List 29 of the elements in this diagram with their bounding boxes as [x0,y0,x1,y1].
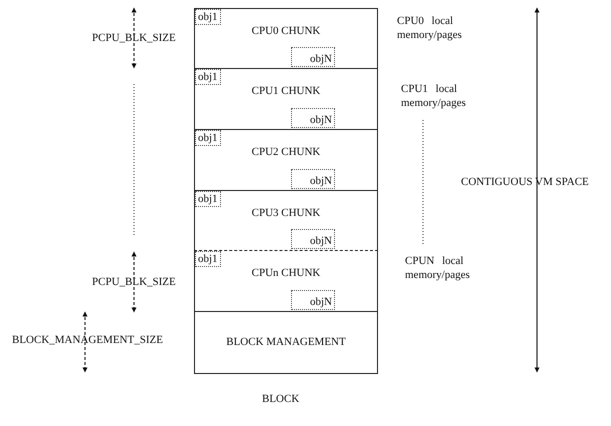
chunk-box [194,129,378,191]
chunk-box [194,190,378,251]
box-title: CPU1 CHUNK [250,85,322,97]
object-slot: objN [291,290,335,310]
box-title: BLOCK MANAGEMENT [225,336,347,348]
object-slot: obj1 [195,251,221,267]
object-slot: objN [291,229,335,249]
object-slot: objN [291,47,335,67]
side-note: CPU1 local memory/pages [401,82,467,110]
object-slot: objN [291,108,335,128]
object-slot: obj1 [195,9,221,25]
box-title: CPU2 CHUNK [250,146,322,158]
size-label: BLOCK_MANAGEMENT_SIZE [12,334,163,347]
object-slot: obj1 [195,191,221,207]
side-note: CPUN local memory/pages [405,254,471,282]
chunk-box [194,8,378,69]
chunk-box [194,250,378,312]
side-note: CPU0 local memory/pages [397,14,463,42]
box-title: CPU3 CHUNK [250,207,322,219]
caption: BLOCK [262,393,300,406]
object-slot: obj1 [195,130,221,146]
size-label: PCPU_BLK_SIZE [92,276,176,289]
object-slot: objN [291,169,335,189]
management-box [194,311,378,374]
chunk-box [194,68,378,130]
box-title: CPUn CHUNK [250,267,322,279]
object-slot: obj1 [195,69,221,85]
box-title: CPU0 CHUNK [250,25,322,37]
size-label: PCPU_BLK_SIZE [92,32,176,45]
